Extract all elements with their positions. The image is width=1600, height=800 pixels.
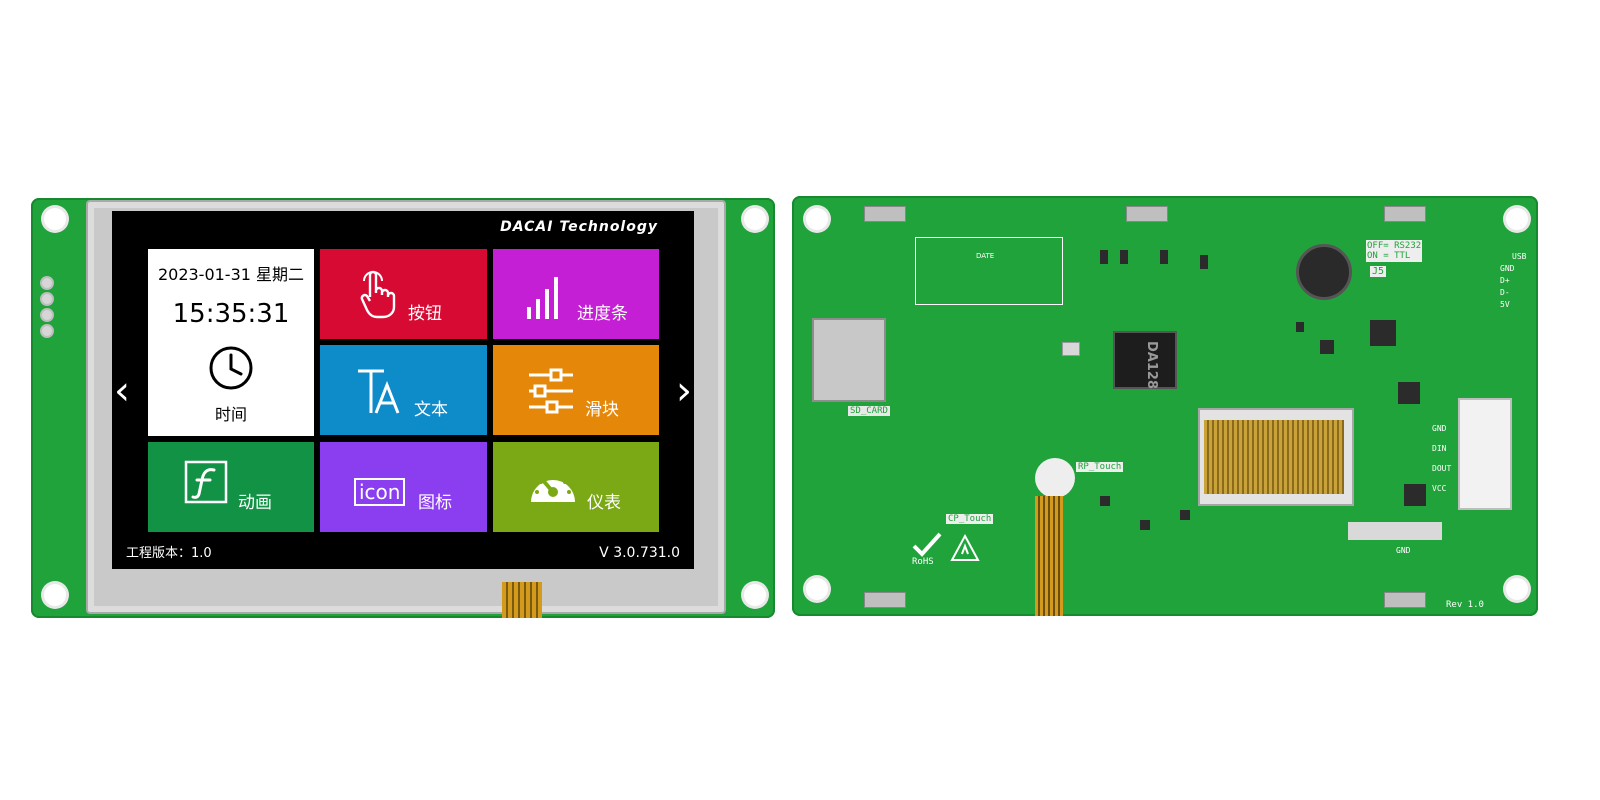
- ic-component: [1404, 484, 1426, 506]
- mount-hole: [744, 584, 766, 606]
- mount-hole: [806, 208, 828, 230]
- touch-connector: [1035, 458, 1075, 498]
- cp-touch-label: CP_Touch: [946, 514, 994, 524]
- gauge-tile-label: 仪表: [587, 493, 621, 513]
- j5-label: J5: [1370, 266, 1387, 277]
- smd-component: [1120, 250, 1128, 264]
- time-label: 时间: [214, 405, 247, 424]
- revision-label: Rev 1.0: [1446, 600, 1484, 610]
- usb-pin-5v: 5V: [1500, 300, 1510, 309]
- mcu-chip: DA128: [1113, 331, 1177, 389]
- slider-tile-label: 滑块: [585, 400, 619, 420]
- usb-pin-dminus: D-: [1500, 288, 1510, 297]
- gnd-label: GND: [1396, 546, 1411, 555]
- connector-pin: [40, 308, 54, 322]
- ic-component: [1370, 320, 1396, 346]
- mount-hole: [44, 208, 66, 230]
- usb-pin-dplus: D+: [1500, 276, 1510, 285]
- side-pin-vcc: VCC: [1432, 484, 1447, 493]
- smd-component: [1320, 340, 1334, 354]
- rohs-checkmark-icon: [912, 532, 942, 557]
- icon-tile[interactable]: icon 图标: [320, 442, 487, 532]
- touch-flex-cable: [1035, 496, 1063, 616]
- icon-text-icon: icon: [354, 478, 406, 506]
- buzzer: [1296, 244, 1352, 300]
- text-tile[interactable]: 文本: [320, 345, 487, 435]
- button-tile-label: 按钮: [408, 304, 442, 324]
- gauge-tile[interactable]: 仪表: [493, 442, 659, 532]
- mount-hole: [806, 578, 828, 600]
- clock-icon: [209, 346, 253, 390]
- gauge-icon: [531, 472, 575, 502]
- next-page-arrow[interactable]: ›: [676, 368, 692, 414]
- connector-pin: [40, 324, 54, 338]
- serial-label-sticker: [1348, 522, 1442, 540]
- project-version: 工程版本：1.0: [126, 546, 212, 561]
- animation-tile-label: 动画: [238, 493, 272, 513]
- text-tile-label: 文本: [414, 400, 448, 420]
- slider-tile[interactable]: 滑块: [493, 345, 659, 435]
- mount-bracket: [864, 206, 906, 222]
- sd-card-slot[interactable]: [812, 318, 886, 402]
- crystal-component: [1062, 342, 1080, 356]
- sliders-icon: [529, 368, 573, 414]
- fpc-contacts: [1204, 420, 1344, 494]
- smd-component: [1100, 496, 1110, 506]
- smd-component: [1100, 250, 1108, 264]
- button-tile[interactable]: 按钮: [320, 249, 487, 339]
- connector-pin: [40, 276, 54, 290]
- hand-pointer-icon: [360, 270, 396, 319]
- prev-page-arrow[interactable]: ‹: [114, 368, 130, 414]
- lcd-screen[interactable]: DACAI Technology 2023-01-31 星期二 15:35:31…: [112, 211, 694, 569]
- mount-hole: [1506, 208, 1528, 230]
- esd-warning-icon: [950, 534, 980, 561]
- smd-component: [1160, 250, 1168, 264]
- side-pin-gnd: GND: [1432, 424, 1447, 433]
- smd-component: [1296, 322, 1304, 332]
- icon-tile-label: 图标: [418, 493, 452, 513]
- signal-bars-icon: [527, 277, 558, 319]
- rp-touch-label: RP_Touch: [1076, 462, 1124, 472]
- mount-hole: [744, 208, 766, 230]
- date-label: DATE: [976, 252, 995, 260]
- date-display: 2023-01-31 星期二: [157, 265, 305, 284]
- mount-bracket: [1126, 206, 1168, 222]
- mount-bracket: [864, 592, 906, 608]
- flash-icon: [184, 460, 228, 504]
- mount-hole: [1506, 578, 1528, 600]
- mount-bracket: [1384, 206, 1426, 222]
- side-pin-din: DIN: [1432, 444, 1447, 453]
- smd-component: [1140, 520, 1150, 530]
- sd-card-label: SD_CARD: [848, 406, 890, 416]
- side-pin-dout: DOUT: [1432, 464, 1452, 473]
- side-connector[interactable]: [1458, 398, 1512, 510]
- rohs-label: RoHS: [912, 557, 934, 567]
- ic-component: [1398, 382, 1420, 404]
- time-tile[interactable]: 2023-01-31 星期二 15:35:31 时间: [148, 249, 314, 436]
- clock-display: 15:35:31: [172, 299, 290, 329]
- smd-component: [1200, 255, 1208, 269]
- rs-option-label: OFF= RS232 ON = TTL: [1366, 240, 1423, 262]
- mount-hole: [44, 584, 66, 606]
- usb-label: USB: [1512, 252, 1527, 261]
- mount-bracket: [1384, 592, 1426, 608]
- animation-tile[interactable]: 动画: [148, 442, 314, 532]
- date-silkscreen-box: DATE: [915, 237, 1063, 305]
- text-ta-icon: [358, 369, 400, 414]
- brand-text: DACAI Technology: [500, 219, 658, 235]
- chip-marking: DA128: [1144, 341, 1159, 389]
- smd-component: [1180, 510, 1190, 520]
- touch-flex-cable: [502, 582, 542, 618]
- connector-pin: [40, 292, 54, 306]
- firmware-version: V 3.0.731.0: [599, 545, 680, 561]
- progress-tile[interactable]: 进度条: [493, 249, 659, 339]
- progress-tile-label: 进度条: [577, 304, 628, 324]
- usb-pin-gnd: GND: [1500, 264, 1515, 273]
